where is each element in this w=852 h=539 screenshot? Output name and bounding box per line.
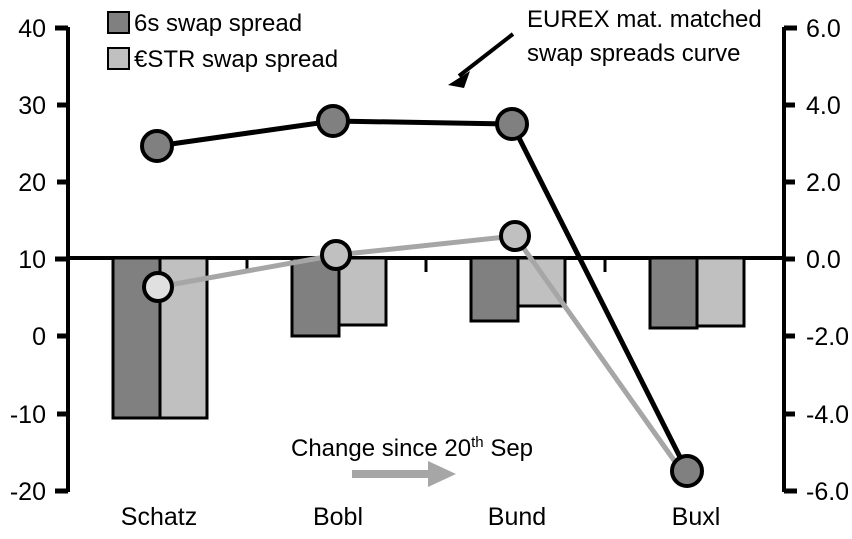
right-tick-label-4: -2.0 bbox=[806, 323, 849, 351]
left-tick-label-1: 30 bbox=[18, 92, 46, 120]
callout-line-2: swap spreads curve bbox=[527, 40, 740, 67]
right-axis bbox=[782, 25, 797, 494]
change-note-arrow-icon bbox=[352, 461, 456, 487]
right-tick-label-3: 0.0 bbox=[806, 246, 841, 274]
bar-6s-bund bbox=[469, 256, 520, 323]
legend-swatch-estr bbox=[107, 47, 130, 70]
right-tick-label-6: -6.0 bbox=[806, 478, 849, 506]
marker-black-bund bbox=[495, 107, 529, 141]
bar-estr-bobl bbox=[337, 256, 388, 327]
category-label-schatz: Schatz bbox=[121, 503, 197, 531]
marker-black-buxl bbox=[670, 454, 704, 488]
marker-gray-bobl bbox=[320, 239, 352, 271]
bar-group-buxl bbox=[648, 256, 746, 330]
bar-group-bobl bbox=[290, 256, 388, 338]
callout-arrow-icon bbox=[448, 32, 515, 88]
legend-label-6s: 6s swap spread bbox=[134, 10, 302, 37]
left-tick-label-6: -20 bbox=[10, 478, 46, 506]
right-tick-label-5: -4.0 bbox=[806, 401, 849, 429]
series-line-black bbox=[140, 104, 704, 488]
legend: 6s swap spread €STR swap spread bbox=[107, 10, 338, 73]
change-note-prefix: Change since 20 bbox=[291, 435, 471, 462]
legend-label-estr: €STR swap spread bbox=[134, 46, 338, 73]
left-tick-label-2: 20 bbox=[18, 169, 46, 197]
series-line-gray bbox=[142, 220, 691, 482]
annotation-change-note: Change since 20th Sep bbox=[291, 434, 533, 487]
marker-black-schatz bbox=[140, 129, 174, 163]
bar-6s-schatz bbox=[111, 256, 162, 420]
marker-gray-bund bbox=[499, 220, 531, 252]
left-axis bbox=[55, 25, 70, 494]
left-tick-label-4: 0 bbox=[32, 323, 46, 351]
category-label-bobl: Bobl bbox=[313, 503, 363, 531]
change-note-superscript: th bbox=[471, 434, 484, 451]
legend-swatch-6s bbox=[107, 11, 130, 34]
left-axis-tick-labels: 40 30 20 10 0 -10 -20 bbox=[10, 15, 46, 506]
category-labels: Schatz Bobl Bund Buxl bbox=[121, 503, 721, 531]
right-tick-label-2: 2.0 bbox=[806, 169, 841, 197]
right-axis-tick-labels: 6.0 4.0 2.0 0.0 -2.0 -4.0 -6.0 bbox=[806, 15, 849, 506]
bar-6s-buxl bbox=[648, 256, 699, 330]
annotation-curve-callout: EUREX mat. matched swap spreads curve bbox=[448, 6, 762, 88]
left-tick-label-5: -10 bbox=[10, 401, 46, 429]
left-tick-label-3: 10 bbox=[18, 246, 46, 274]
marker-black-bobl bbox=[316, 104, 350, 138]
category-label-bund: Bund bbox=[488, 503, 546, 531]
category-label-buxl: Buxl bbox=[672, 503, 721, 531]
right-tick-label-1: 4.0 bbox=[806, 92, 841, 120]
marker-gray-schatz bbox=[142, 271, 174, 303]
left-tick-label-0: 40 bbox=[18, 15, 46, 43]
right-tick-label-0: 6.0 bbox=[806, 15, 841, 43]
bar-estr-buxl bbox=[695, 256, 746, 328]
callout-line-1: EUREX mat. matched bbox=[527, 6, 762, 33]
change-note-text: Change since 20th Sep bbox=[291, 434, 533, 462]
change-note-suffix: Sep bbox=[484, 435, 533, 462]
